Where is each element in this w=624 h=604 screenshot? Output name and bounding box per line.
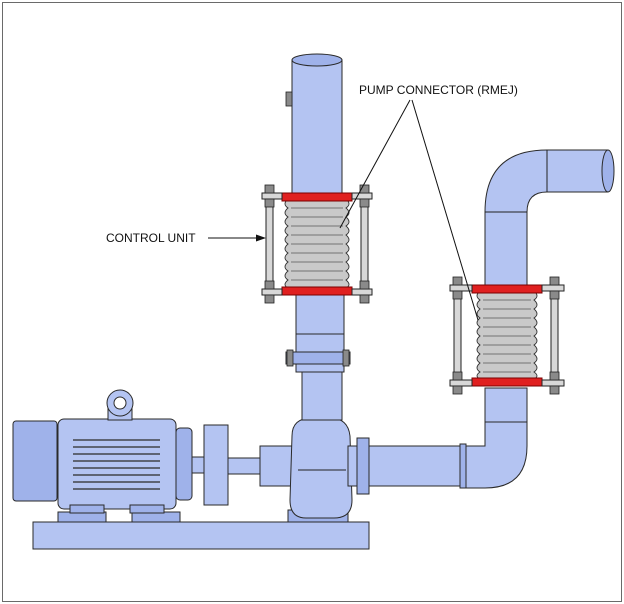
- pump-connector-label: PUMP CONNECTOR (RMEJ): [359, 83, 518, 97]
- right-joint-top-flange: [471, 284, 543, 294]
- vertical-joint-bottom-flange: [281, 286, 353, 296]
- control-unit-arrowhead: [256, 234, 266, 242]
- shaft-coupling: [191, 424, 295, 506]
- vertical-joint-bellows: [284, 198, 350, 289]
- vertical-joint-top-flange: [281, 192, 353, 202]
- leader-lines: [208, 99, 479, 321]
- vertical-joint-rod-right: [360, 192, 369, 297]
- vertical-pipe: [285, 53, 351, 421]
- pump-connector-leader-right: [411, 99, 479, 321]
- motor-cooling-fins: [73, 439, 160, 490]
- discharge-pipe: [368, 149, 615, 489]
- right-joint-rod-right: [550, 284, 559, 386]
- right-joint-bellows: [476, 290, 538, 380]
- electric-motor: [12, 389, 193, 514]
- right-joint-rod-left: [453, 284, 462, 386]
- base-plate: [32, 509, 370, 550]
- pump-casing: [289, 417, 370, 519]
- control-unit-label: CONTROL UNIT: [106, 231, 196, 245]
- vertical-joint-rod-left: [265, 192, 274, 297]
- pump-connector-leader-vertical: [339, 99, 411, 229]
- right-expansion-joint: [449, 276, 565, 395]
- vertical-expansion-joint: [261, 184, 373, 304]
- right-joint-bottom-flange: [471, 377, 543, 387]
